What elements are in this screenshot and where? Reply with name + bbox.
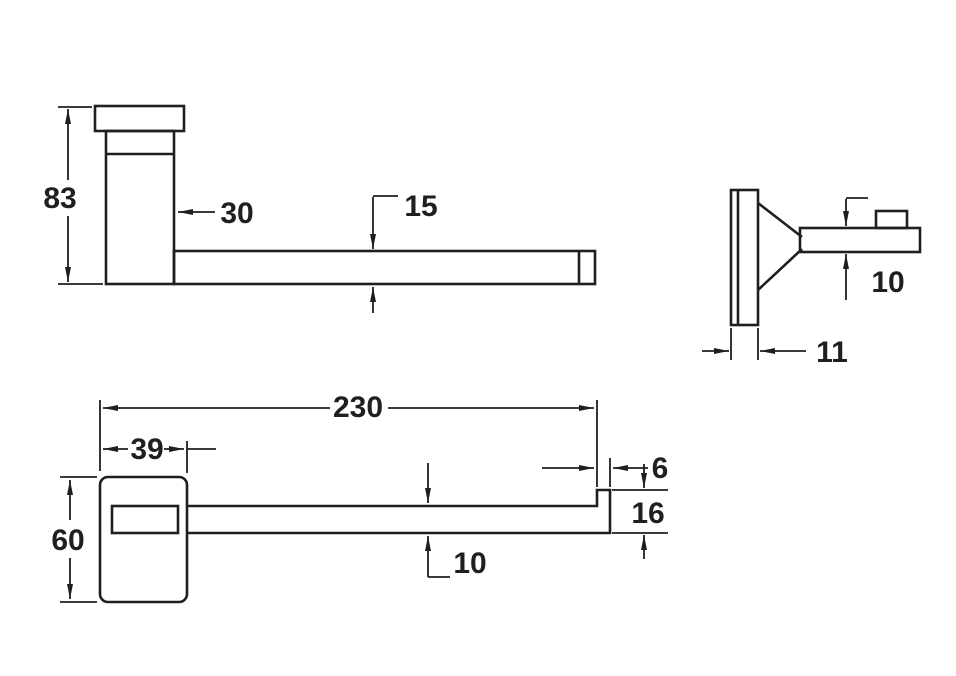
plan-bar-mount <box>110 504 180 535</box>
plan-view: 230 39 60 10 6 <box>51 391 669 604</box>
plan-dim-end-hook-width <box>542 458 648 487</box>
plan-overall-length-label: 230 <box>333 391 383 424</box>
front-view-outline <box>93 104 597 286</box>
front-view: 83 30 15 <box>43 104 597 313</box>
plan-plate-width-label: 39 <box>130 433 163 466</box>
front-dim-overall-height <box>58 106 103 285</box>
plan-dim-plate-height <box>60 476 97 603</box>
plan-end-hook-width-label: 6 <box>652 452 669 485</box>
side-bracket-bottom-edge <box>757 248 803 291</box>
plan-dim-overall-length <box>99 400 598 487</box>
side-dim-plate-thickness <box>702 328 806 360</box>
side-bar <box>798 226 922 254</box>
plan-bar-with-end-hook <box>187 488 612 535</box>
front-post-width-label: 30 <box>220 197 253 230</box>
front-post <box>104 129 176 286</box>
plan-view-outline <box>98 475 612 604</box>
plan-dim-bar-width <box>425 463 450 578</box>
side-view: 10 11 <box>702 188 922 369</box>
front-bar-thickness-label: 15 <box>404 190 437 223</box>
side-wall-plate <box>729 188 760 327</box>
front-post-cap <box>93 104 186 133</box>
side-view-outline <box>729 188 922 327</box>
plan-plate-height-label: 60 <box>51 524 84 557</box>
plan-end-hook-depth-label: 16 <box>631 497 664 530</box>
side-bar-depth-label: 10 <box>871 266 904 299</box>
plan-dim-plate-width <box>103 441 216 473</box>
plan-dim-end-hook-depth <box>612 464 668 559</box>
plan-bar-width-label: 10 <box>453 547 486 580</box>
side-bracket-top-edge <box>757 201 803 239</box>
front-dim-bar-thickness <box>370 195 398 313</box>
side-dim-bar-depth <box>843 197 868 300</box>
side-bar-cap <box>874 209 909 230</box>
front-overall-height-label: 83 <box>43 182 76 215</box>
front-bar <box>172 249 597 286</box>
side-plate-thickness-label: 11 <box>816 336 848 369</box>
plan-mount-plate <box>98 475 189 604</box>
